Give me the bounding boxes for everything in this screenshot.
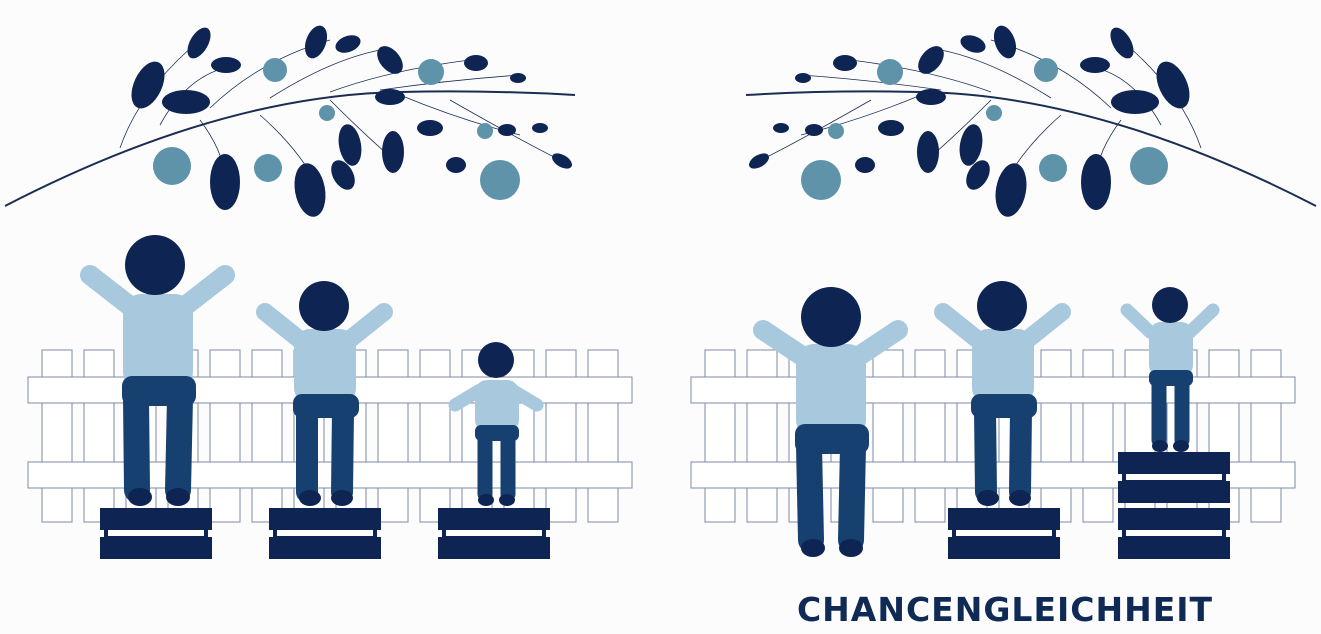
tree-branch-left xyxy=(5,23,575,220)
crates-left xyxy=(100,508,550,559)
caption-title: CHANCENGLEICHHEIT xyxy=(780,590,1230,629)
tree-branch-right xyxy=(746,23,1316,220)
